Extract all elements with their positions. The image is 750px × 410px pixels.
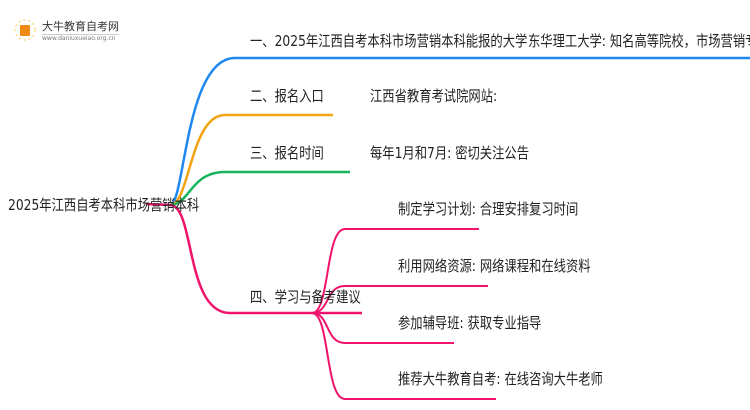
root-node: 2025年江西自考本科市场营销本科 <box>8 196 200 214</box>
logo-title: 大牛教育自考网 <box>42 20 119 33</box>
book-logo-icon <box>14 19 36 41</box>
branch-line-2 <box>169 113 333 207</box>
branch-line-3 <box>169 170 350 207</box>
branch-4-child-4: 推荐大牛教育自考: 在线咨询大牛老师 <box>398 370 603 388</box>
branch-4-label: 四、学习与备考建议 <box>250 288 361 306</box>
branch-3-label: 三、报名时间 <box>250 144 324 162</box>
branch-line-1 <box>169 56 750 207</box>
branch-1-label: 一、2025年江西自考本科市场营销本科能报的大学 <box>250 32 528 50</box>
branch-line-4 <box>145 202 362 315</box>
branch-4-child-1: 制定学习计划: 合理安排复习时间 <box>398 200 579 218</box>
branch-1-detail: 东华理工大学: 知名高等院校，市场营销专业优秀 <box>528 32 750 50</box>
child-line-2 <box>311 285 488 314</box>
branch-3-detail: 每年1月和7月: 密切关注公告 <box>370 144 530 162</box>
branch-2-detail: 江西省教育考试院网站: <box>370 87 498 105</box>
child-line-4 <box>311 312 496 400</box>
logo: 大牛教育自考网 www.daniuxueiao.org.cn <box>14 18 119 42</box>
logo-url: www.daniuxueiao.org.cn <box>42 34 119 42</box>
branch-4-child-3: 参加辅导班: 获取专业指导 <box>398 314 542 332</box>
branch-4-child-2: 利用网络资源: 网络课程和在线资料 <box>398 257 591 275</box>
child-line-3 <box>311 312 454 344</box>
child-line-1 <box>311 228 479 314</box>
branch-2-label: 二、报名入口 <box>250 87 324 105</box>
